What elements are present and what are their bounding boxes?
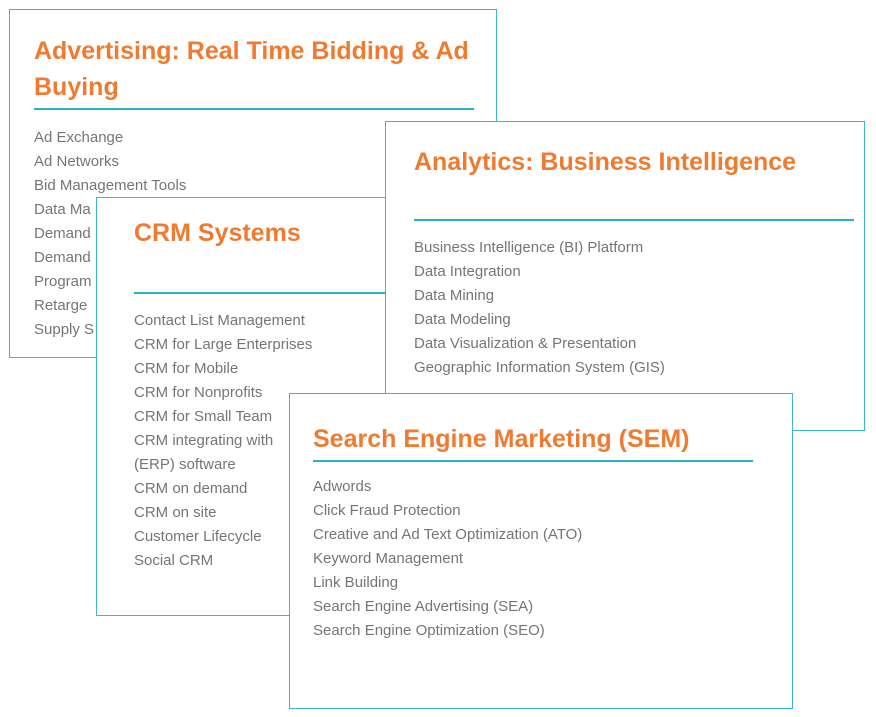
list-item: Data Mining xyxy=(414,287,495,304)
list-item: (ERP) software xyxy=(134,456,236,473)
list-item: Business Intelligence (BI) Platform xyxy=(414,239,644,256)
list-item: Contact List Management xyxy=(134,312,305,329)
list-item: Creative and Ad Text Optimization (ATO) xyxy=(313,526,583,543)
list-item: Data Modeling xyxy=(414,311,511,328)
list-item: Search Engine Optimization (SEO) xyxy=(313,622,545,639)
title-divider xyxy=(313,460,753,462)
list-item: Ad Networks xyxy=(34,153,120,170)
title-divider xyxy=(134,292,414,294)
list-item: CRM for Nonprofits xyxy=(134,384,263,401)
list-item: CRM integrating with xyxy=(134,432,274,449)
list-item: Bid Management Tools xyxy=(34,177,187,194)
list-item: Link Building xyxy=(313,574,399,591)
list-item: Data Integration xyxy=(414,263,521,280)
list-item: Retarge xyxy=(34,297,88,314)
list-item: Click Fraud Protection xyxy=(313,502,461,519)
list-item: CRM on site xyxy=(134,504,217,521)
list-item: CRM for Mobile xyxy=(134,360,239,377)
list-item: CRM for Small Team xyxy=(134,408,273,425)
list-item: Adwords xyxy=(313,478,372,495)
list-item: Data Visualization & Presentation xyxy=(414,335,637,352)
list-item: Ad Exchange xyxy=(34,129,124,146)
list-item: CRM for Large Enterprises xyxy=(134,336,313,353)
card-title: Advertising: Real Time Bidding & Ad Buyi… xyxy=(34,37,469,101)
list-item: CRM on demand xyxy=(134,480,248,497)
card-title: Analytics: Business Intelligence xyxy=(414,148,797,176)
card-title: CRM Systems xyxy=(134,219,301,247)
analytics-card: Analytics: Business Intelligence Busines… xyxy=(385,121,865,431)
title-divider xyxy=(34,108,474,110)
list-item: Search Engine Advertising (SEA) xyxy=(313,598,534,615)
card-title: Search Engine Marketing (SEM) xyxy=(313,425,690,453)
title-divider xyxy=(414,219,854,221)
list-item: Social CRM xyxy=(134,552,214,569)
list-item: Data Ma xyxy=(34,201,91,218)
list-item: Supply S xyxy=(34,321,95,338)
list-item: Keyword Management xyxy=(313,550,464,567)
list-item: Program xyxy=(34,273,92,290)
list-item: Demand xyxy=(34,249,91,266)
list-item: Demand xyxy=(34,225,91,242)
list-item: Customer Lifecycle xyxy=(134,528,262,545)
list-item: Geographic Information System (GIS) xyxy=(414,359,665,376)
